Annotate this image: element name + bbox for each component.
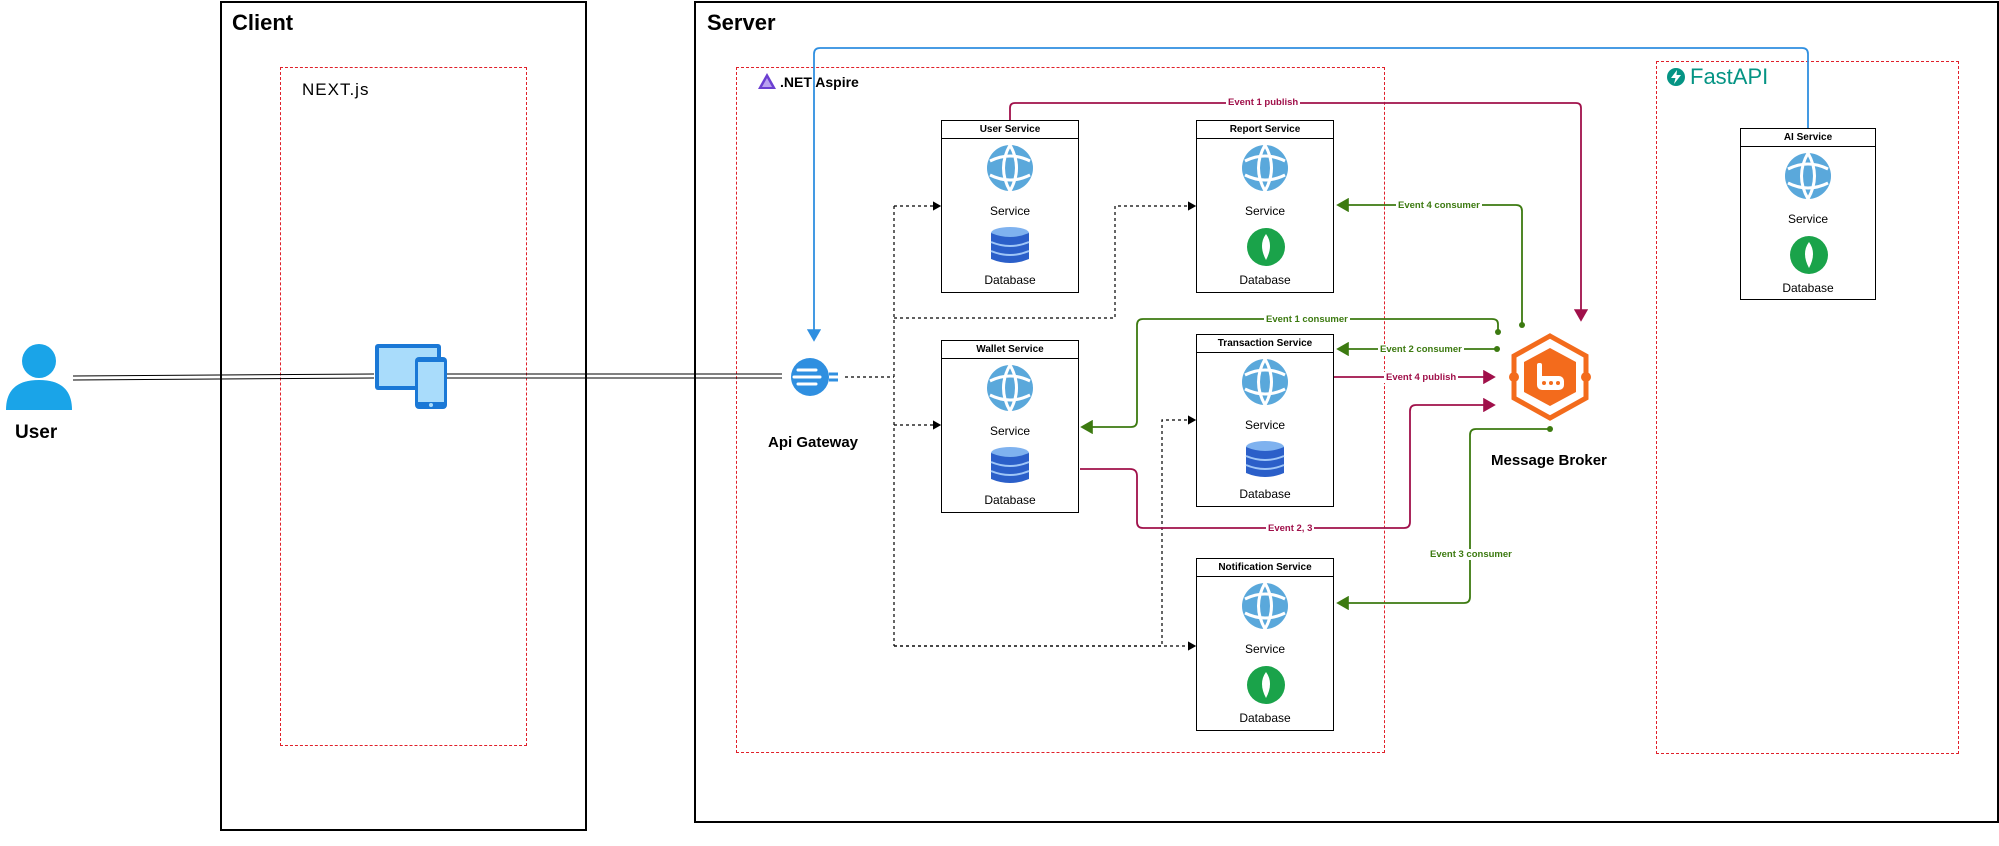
aspire-label: .NET Aspire [780,74,859,90]
service-globe-icon [987,364,1033,412]
event3-consumer-line [1336,428,1550,611]
devices-icon [375,344,447,409]
database-icon [990,447,1030,483]
service-globe-icon [987,144,1033,192]
wallet-service-title: Wallet Service [942,341,1078,359]
event4-consumer-line [1336,197,1523,325]
aspire-logo-icon [758,73,776,89]
event1-consumer-label: Event 1 consumer [1264,314,1350,325]
api-gateway-label: Api Gateway [768,434,859,451]
database-icon [1245,441,1285,477]
api-gateway-icon [791,358,838,396]
transaction-service-box: Transaction Service Service Database [1196,334,1334,507]
database-icon [990,227,1030,263]
ai-service-box: AI Service Service Database [1740,128,1876,300]
notification-service-label: Service [1244,642,1285,656]
ai-to-gateway-line [806,47,1809,342]
service-globe-icon [1242,358,1288,406]
report-database-label: Database [1239,273,1291,287]
fastapi-label: FastAPI [1690,64,1769,89]
wallet-database-label: Database [984,493,1036,507]
event23-label: Event 2, 3 [1266,523,1315,534]
event4-publish-label: Event 4 publish [1384,372,1459,383]
notification-database-label: Database [1239,711,1291,725]
aspire-zone [736,67,1385,753]
user-label: User [15,422,58,443]
event2-consumer-label: Event 2 consumer [1378,344,1464,355]
service-globe-icon [1785,152,1831,200]
ai-database-label: Database [1782,281,1834,295]
server-boundary [694,1,1999,823]
fastapi-logo-icon [1667,68,1685,86]
user-database-label: Database [984,273,1036,287]
ai-service-title: AI Service [1741,129,1875,147]
transaction-service-label: Service [1244,418,1285,432]
report-service-box: Report Service Service Database [1196,120,1334,293]
user-icon [6,344,72,410]
user-service-title: User Service [942,121,1078,139]
transaction-database-label: Database [1239,487,1291,501]
message-broker-label: Message Broker [1491,452,1607,469]
user-service-box: User Service Service Database [941,120,1079,293]
user-service-label: Service [989,204,1030,218]
ai-service-label: Service [1787,212,1828,226]
user-to-gateway-link [72,373,782,381]
mongodb-icon [1790,236,1828,274]
event3-consumer-label: Event 3 consumer [1428,549,1514,560]
transaction-service-title: Transaction Service [1197,335,1333,353]
nextjs-logo: NEXT.js [302,80,370,99]
client-boundary [220,1,587,831]
service-globe-icon [1242,144,1288,192]
event4-consumer-label: Event 4 consumer [1396,200,1482,211]
message-broker-icon [1509,333,1591,421]
gateway-routes [845,201,1197,651]
client-title: Client [232,10,294,35]
mongodb-icon [1247,228,1285,266]
mongodb-icon [1247,666,1285,704]
wallet-service-label: Service [989,424,1030,438]
event1-consumer-line [1080,318,1499,435]
notification-service-box: Notification Service Service Database [1196,558,1334,731]
service-globe-icon [1242,582,1288,630]
event1-publish-label: Event 1 publish [1226,97,1301,108]
wallet-service-box: Wallet Service Service Database [941,340,1079,513]
report-service-label: Service [1244,204,1285,218]
server-title: Server [707,10,776,35]
notification-service-title: Notification Service [1197,559,1333,577]
nextjs-zone [280,67,527,746]
report-service-title: Report Service [1197,121,1333,139]
